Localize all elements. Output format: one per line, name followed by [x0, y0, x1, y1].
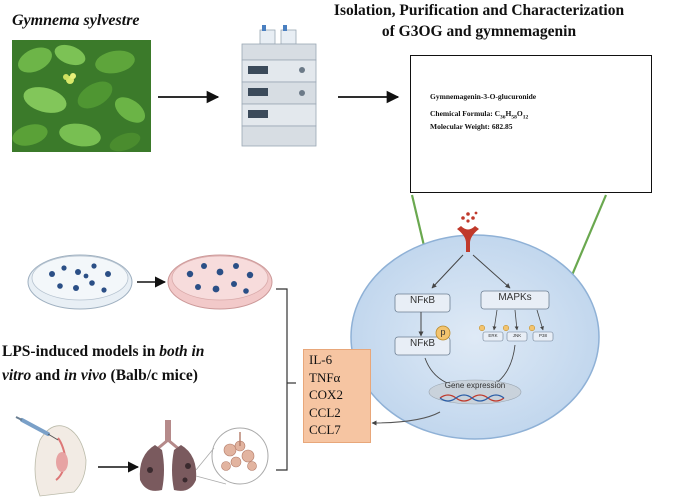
nfkb-top-label: NFκB — [410, 295, 435, 306]
bracket — [276, 288, 288, 471]
phospho-label: p — [440, 327, 446, 337]
formula-label: Chemical Formula: — [430, 109, 495, 118]
cytokine-item: CCL7 — [309, 422, 341, 437]
nfkb-bottom-label: NFκB — [410, 338, 435, 349]
lungs-icon — [139, 420, 197, 491]
lps-line1: LPS-induced models in both in — [2, 340, 204, 364]
lps-part4: and — [31, 367, 65, 384]
nucleus — [428, 379, 522, 405]
lps-line2: vitro and in vivo (Balb/c mice) — [2, 364, 204, 388]
mw-label: Molecular Weight: — [430, 122, 492, 131]
lps-models-text: LPS-induced models in both in vitro and … — [2, 340, 204, 388]
lps-part6: (Balb/c mice) — [106, 367, 198, 384]
lps-part2: both in — [159, 343, 205, 360]
phospho-p38 — [528, 324, 536, 332]
formula-value: C36H58O12 — [494, 109, 529, 121]
main-title-line1: Isolation, Purification and Characteriza… — [333, 2, 625, 19]
p38-label: P38 — [538, 333, 547, 338]
arrow-mapk-jnk — [514, 309, 519, 331]
dna-icon — [439, 394, 505, 402]
arrow-to-nfkb — [431, 254, 464, 289]
phospho-circle — [435, 325, 451, 341]
molecular-weight: Molecular Weight: 682.85 — [430, 122, 512, 131]
lps-part1: LPS-induced models in — [2, 343, 160, 360]
receptor-icon — [457, 211, 479, 252]
alveoli-magnified-icon — [195, 427, 269, 485]
cytokine-item: CCL2 — [309, 404, 341, 420]
cell — [350, 234, 600, 440]
erk-box — [482, 331, 504, 342]
arrow-mapk-p38 — [536, 309, 544, 331]
gene-expression-label: Gene expression — [444, 381, 506, 390]
petri-dish-lps-icon — [167, 254, 273, 310]
mapks-box — [480, 290, 550, 310]
lps-part3: vitro — [2, 367, 32, 384]
cytokine-list: IL-6 TNFα COX2 CCL2 CCL7 — [309, 351, 343, 439]
cytokine-item: COX2 — [309, 387, 343, 402]
cytokine-item: TNFα — [309, 369, 341, 385]
main-title: Isolation, Purification and Characteriza… — [284, 0, 674, 42]
mw-value: 682.85 — [491, 122, 513, 131]
erk-label: ERK — [488, 333, 498, 338]
nmr-spectrum-box — [410, 55, 652, 193]
cytokine-box — [303, 349, 371, 443]
species-title: Gymnema sylvestre — [12, 12, 140, 29]
mapks-label: MAPKs — [498, 292, 532, 303]
phospho-jnk — [502, 324, 510, 332]
cytokine-item: IL-6 — [309, 352, 333, 367]
p38-box — [532, 331, 554, 342]
phospho-erk — [478, 324, 486, 332]
leaf-plant-image — [12, 40, 151, 152]
jnk-label: JNK — [512, 333, 522, 338]
nfkb-bottom-box — [394, 336, 451, 356]
chemical-formula: Chemical Formula: C36H58O12 — [430, 109, 528, 121]
arrow-gene-cytokines — [371, 411, 441, 426]
arrow-to-mapk — [472, 254, 511, 289]
arrow-mapk-erk — [492, 309, 498, 331]
nfkb-top-box — [394, 293, 451, 313]
petri-dish-icon — [27, 254, 133, 310]
hplc-instrument-icon — [241, 25, 317, 147]
compound-name: Gymnemagenin-3-O-glucuronide — [430, 92, 537, 101]
lps-part5: in vivo — [64, 367, 107, 384]
main-title-line2: of G3OG and gymnemagenin — [381, 23, 577, 40]
jnk-box — [506, 331, 528, 342]
syringe-mouse-icon — [15, 416, 87, 497]
